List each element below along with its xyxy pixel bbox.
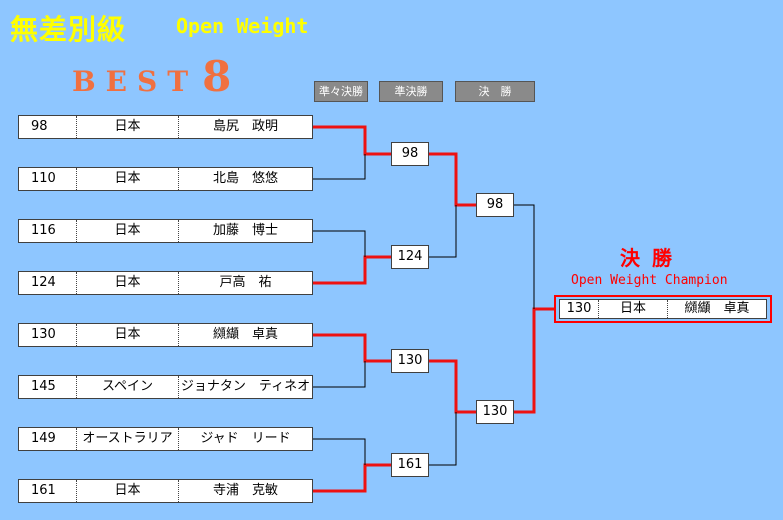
line-qf1-loser [313, 154, 366, 180]
line-qf3-winner [313, 333, 391, 363]
champion-name: 纐纈 卓真 [684, 301, 750, 316]
entry-number: 161 [19, 480, 77, 502]
entry-country: 日本 [77, 480, 179, 502]
entry-country: 日本 [77, 168, 179, 190]
entry-row: 110 日本 北島 悠悠 [18, 167, 313, 191]
line-final-loser [514, 204, 535, 309]
entry-name: ジャド リード [200, 431, 291, 446]
entry-number: 124 [19, 272, 77, 294]
entry-row: 124 日本 戸高 祐 [18, 271, 313, 295]
title-english: Open Weight [176, 14, 309, 38]
line-sf1-winner [429, 152, 476, 207]
round-label-final: 決 勝 [455, 81, 535, 102]
best-word: BEST [72, 65, 199, 98]
line-qf1-winner [313, 125, 391, 156]
entry-number: 149 [19, 428, 77, 450]
entry-country: オーストラリア [77, 428, 179, 450]
entry-number: 98 [19, 116, 77, 138]
quarterfinal-winner-box: 98 [391, 142, 429, 166]
champion-box: 130 日本 纐纈 卓真 [554, 295, 772, 323]
quarterfinal-winner-box: 161 [391, 453, 429, 477]
entry-country: 日本 [77, 324, 179, 346]
line-qf3-loser [313, 361, 366, 388]
champion-row: 130 日本 纐纈 卓真 [559, 299, 767, 319]
semifinal-winner-box: 130 [476, 400, 514, 424]
entry-row: 145 スペイン ジョナタン ティネオ [18, 375, 313, 399]
entry-row: 161 日本 寺浦 克敏 [18, 479, 313, 503]
entry-row: 98 日本 島尻 政明 [18, 115, 313, 139]
semifinal-winner-box: 98 [476, 193, 514, 217]
entry-name: 北島 悠悠 [212, 171, 278, 186]
quarterfinal-winner-box: 130 [391, 349, 429, 373]
round-label-semifinal: 準決勝 [379, 81, 443, 102]
line-qf2-loser [313, 230, 366, 257]
entry-country: 日本 [77, 220, 179, 242]
entry-name: 島尻 政明 [212, 119, 278, 134]
entry-number: 116 [19, 220, 77, 242]
final-title: 決勝 [620, 246, 684, 270]
entry-row: 149 オーストラリア ジャド リード [18, 427, 313, 451]
entry-name: 加藤 博士 [212, 223, 278, 238]
entry-name: 戸高 祐 [219, 275, 272, 290]
entry-country: スペイン [77, 376, 179, 398]
champion-subtitle: Open Weight Champion [571, 273, 728, 288]
entry-number: 145 [19, 376, 77, 398]
line-sf2-loser [429, 412, 457, 466]
champion-country: 日本 [599, 300, 668, 318]
line-sf1-loser [429, 205, 457, 258]
quarterfinal-winner-box: 124 [391, 245, 429, 269]
line-qf4-winner [313, 463, 391, 493]
line-final-winner [514, 307, 554, 414]
entry-name: 寺浦 克敏 [212, 483, 278, 498]
entry-row: 116 日本 加藤 博士 [18, 219, 313, 243]
entry-name: 纐纈 卓真 [212, 327, 278, 342]
entry-country: 日本 [77, 272, 179, 294]
line-qf2-winner [313, 255, 391, 285]
entry-number: 110 [19, 168, 77, 190]
entry-country: 日本 [77, 116, 179, 138]
best-8-heading: BEST8 [72, 52, 231, 101]
entry-name: ジョナタン ティネオ [180, 379, 311, 394]
best-number: 8 [202, 52, 232, 101]
line-qf4-loser [313, 438, 366, 465]
entry-number: 130 [19, 324, 77, 346]
title-japanese: 無差別級 [10, 13, 127, 46]
entry-row: 130 日本 纐纈 卓真 [18, 323, 313, 347]
round-label-quarterfinal: 準々決勝 [314, 81, 368, 102]
champion-number: 130 [560, 300, 599, 318]
line-sf2-winner [429, 359, 476, 414]
